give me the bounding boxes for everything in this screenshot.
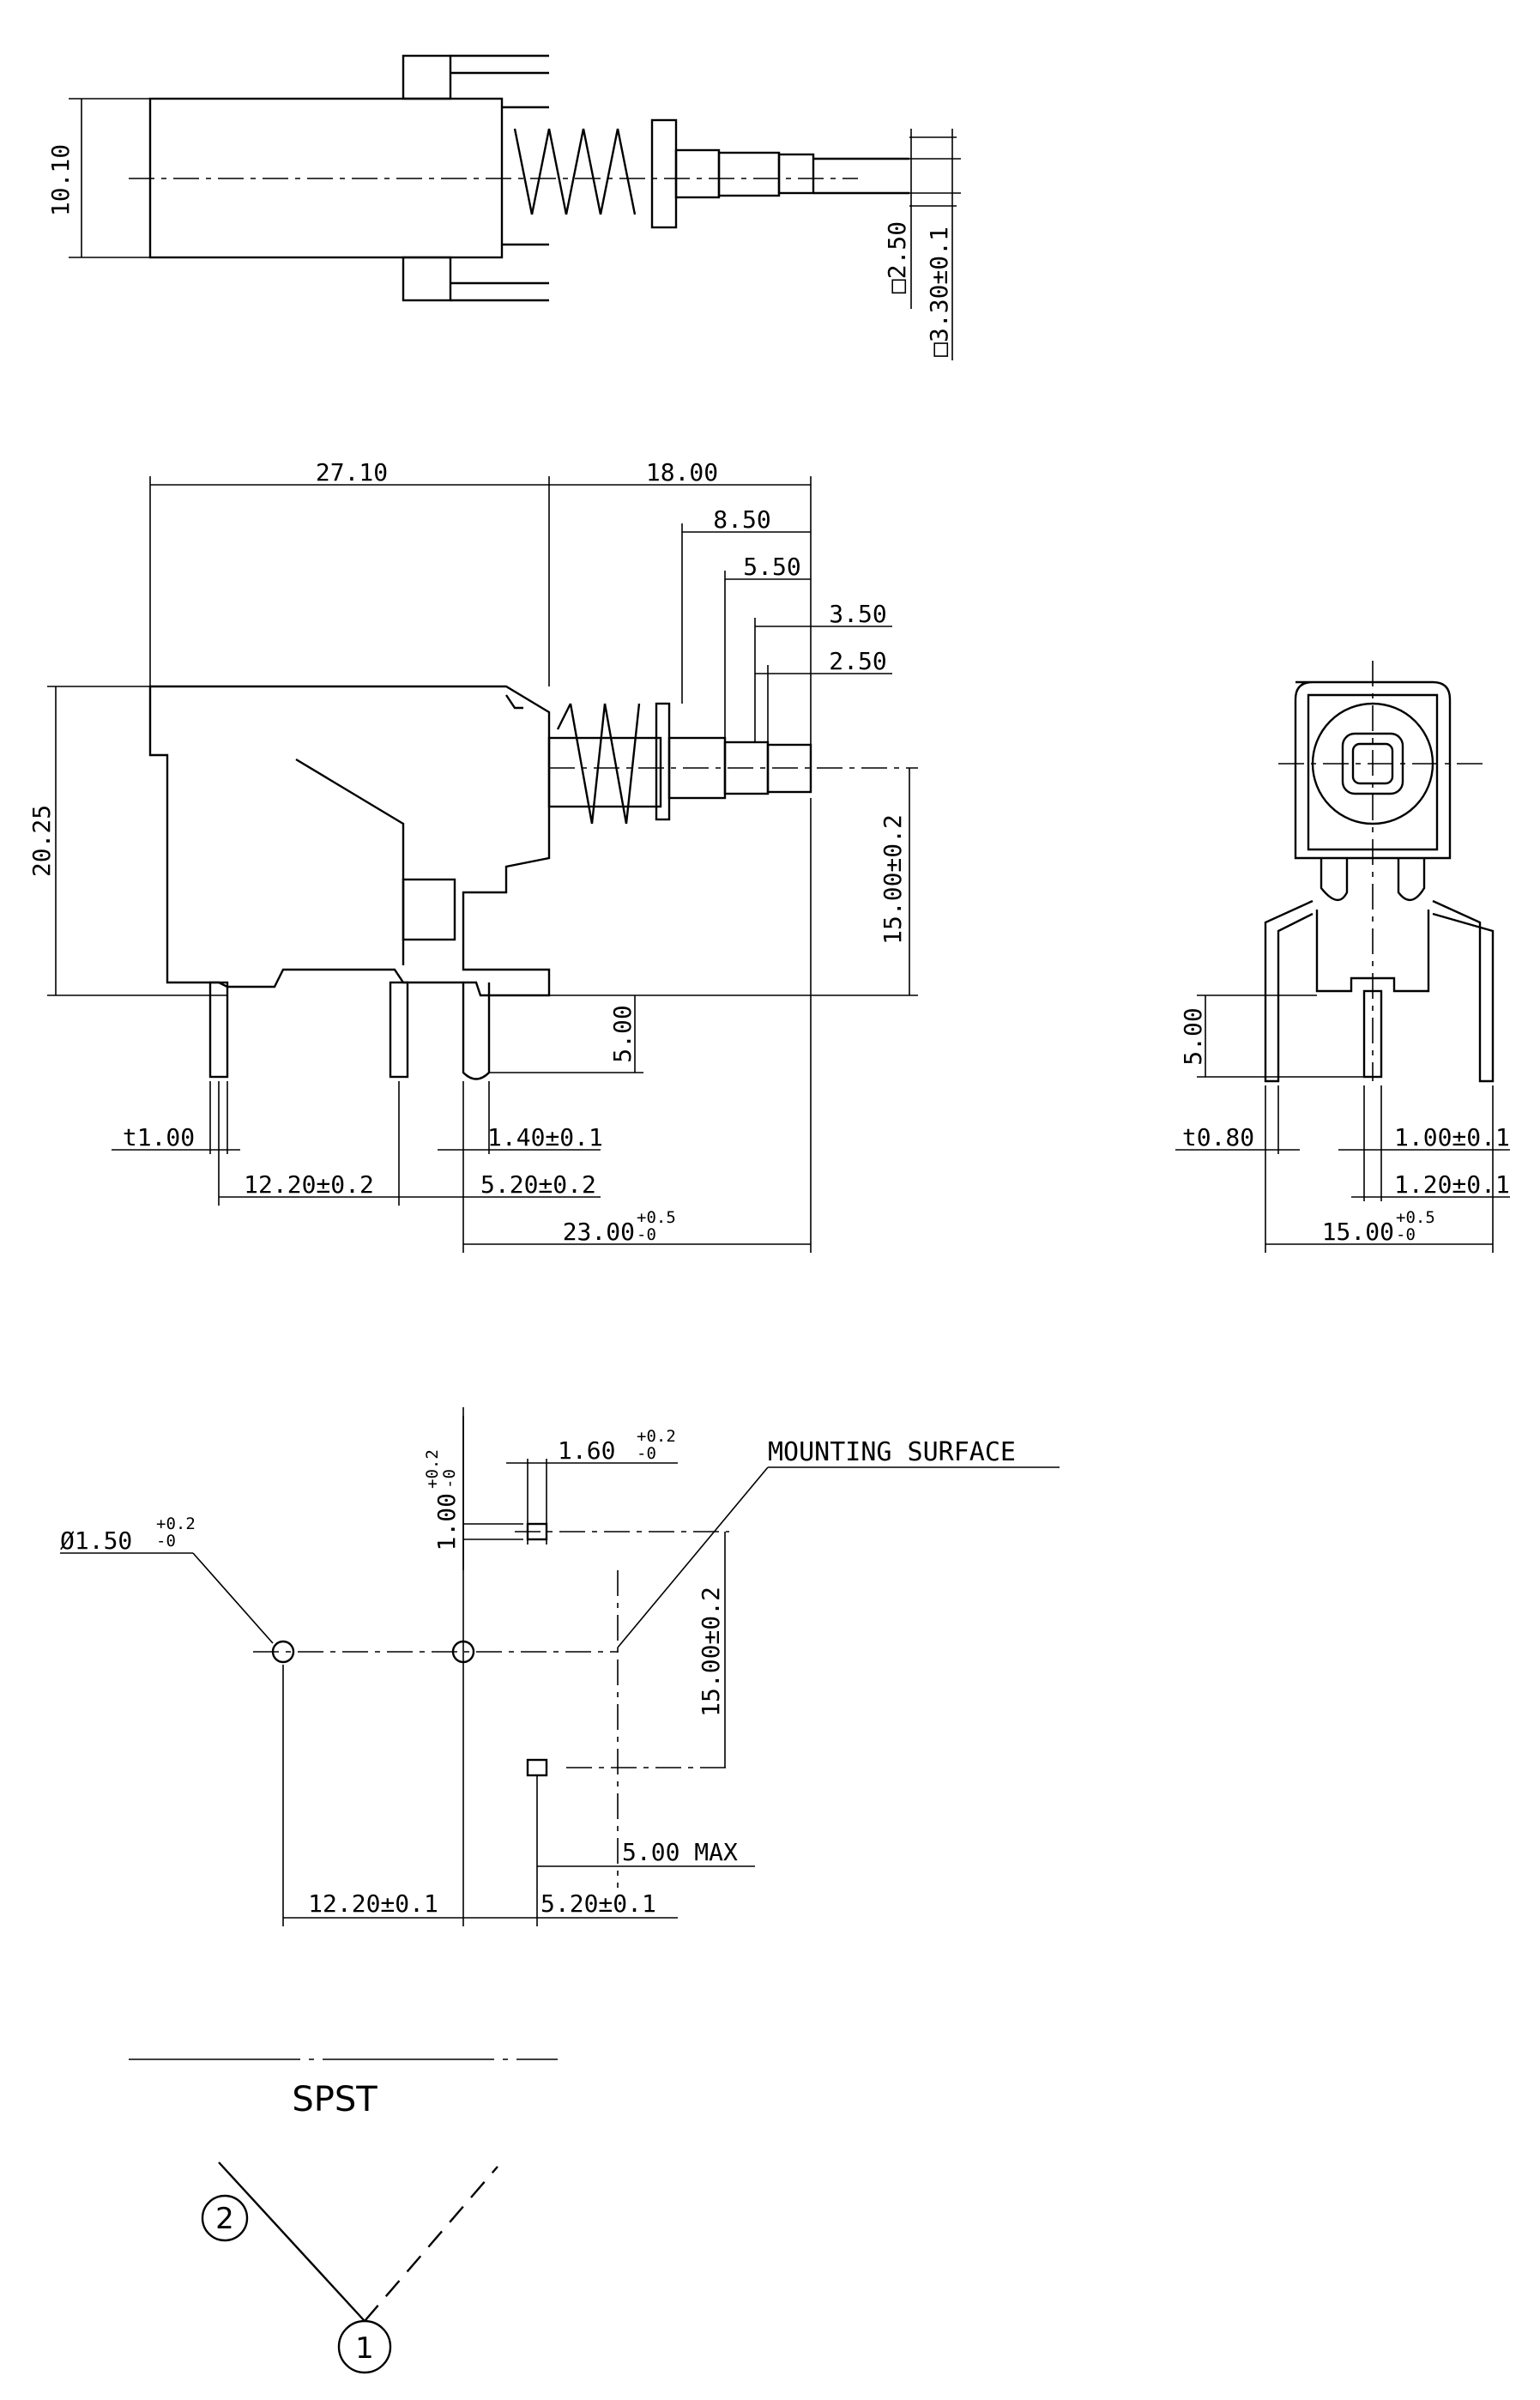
schematic-terminal-2 xyxy=(201,2194,249,2242)
side-view-dim-2-50: 2.50 xyxy=(829,647,886,675)
end-view-width-tol-hi: +0.5 xyxy=(1396,1208,1435,1227)
end-view: 5.00 t0.80 1.00±0.1 1.20±0.1 15.00 +0.5 … xyxy=(1175,661,1510,1253)
end-view-pin-width-a: 1.00±0.1 xyxy=(1394,1123,1510,1152)
side-view-overall-base: 23.00 xyxy=(563,1218,635,1246)
top-view-collar xyxy=(650,118,678,229)
side-view-dim-3-50: 3.50 xyxy=(829,600,886,628)
pcb-slot-w-base: 1.60 xyxy=(558,1436,615,1465)
pcb-slot-lower xyxy=(526,1758,548,1777)
spst-schematic: SPST 2 1 xyxy=(129,2058,558,2374)
side-view-pin-pitch-a: 12.20±0.2 xyxy=(244,1170,374,1199)
end-view-pin-width-b: 1.20±0.1 xyxy=(1394,1170,1510,1199)
side-view-pin-2 xyxy=(389,981,409,1079)
schematic-title: SPST xyxy=(292,2080,377,2119)
schematic-terminal-1 xyxy=(337,2319,392,2374)
side-view-pin-thickness: t1.00 xyxy=(123,1123,195,1152)
side-view-shaft-height: 15.00±0.2 xyxy=(879,814,907,945)
pcb-slot-w-tol-hi: +0.2 xyxy=(637,1427,676,1446)
side-view-pin-pitch-b: 5.20±0.2 xyxy=(480,1170,596,1199)
mounting-surface-label: MOUNTING SURFACE xyxy=(768,1437,1016,1467)
top-view-flange-lower xyxy=(402,256,452,302)
top-view-flange-upper xyxy=(402,54,452,100)
pcb-hole-dia-tol-hi: +0.2 xyxy=(156,1514,196,1533)
side-view: 27.10 18.00 8.50 5.50 3.50 2.50 20.25 15… xyxy=(27,458,918,1253)
side-view-pin-length: 5.00 xyxy=(608,1005,637,1062)
side-view-dim-8-50: 8.50 xyxy=(713,505,770,534)
pcb-slot-w-tol-lo: -0 xyxy=(637,1444,656,1463)
schematic-contact-line xyxy=(218,2161,365,2322)
end-view-thickness: t0.80 xyxy=(1182,1123,1254,1152)
side-view-height-dim: 20.25 xyxy=(27,805,56,877)
pcb-hole-dia-base: Ø1.50 xyxy=(60,1526,132,1555)
side-view-pin-1 xyxy=(208,981,229,1079)
schematic-terminal-2-label: 2 xyxy=(215,2202,234,2236)
side-view-overall-tol-hi: +0.5 xyxy=(637,1208,676,1227)
side-view-spring xyxy=(556,703,641,825)
schematic-terminal-1-label: 1 xyxy=(355,2331,374,2366)
side-view-body-length: 27.10 xyxy=(316,458,388,487)
side-view-body xyxy=(148,685,551,997)
end-view-center-pin xyxy=(1362,989,1383,1079)
side-view-pin-width: 1.40±0.1 xyxy=(487,1123,603,1152)
pcb-hole-dia-tol-lo: -0 xyxy=(156,1532,176,1551)
end-view-width-tol-lo: -0 xyxy=(1396,1225,1416,1244)
pcb-pitch-b: 5.20±0.1 xyxy=(541,1889,656,1918)
pcb-slot-h-tol-lo: -0 xyxy=(440,1469,459,1489)
top-view-shaft-square-tol: □3.30±0.1 xyxy=(925,227,953,357)
top-view-height-dim: 10.10 xyxy=(46,144,75,216)
schematic-open-contact xyxy=(364,2166,498,2322)
side-view-overall-tol-lo: -0 xyxy=(637,1225,656,1244)
pcb-vertical-dim: 15.00±0.2 xyxy=(697,1587,725,1717)
side-view-collar xyxy=(655,702,671,821)
side-view-pin-3 xyxy=(462,982,491,1080)
pcb-slot-h-base: 1.00 xyxy=(432,1493,461,1551)
end-view-width-base: 15.00 xyxy=(1322,1218,1394,1246)
end-view-pin-length: 5.00 xyxy=(1179,1007,1207,1065)
side-view-plunger-length: 18.00 xyxy=(646,458,718,487)
pcb-layout: 15.00±0.2 1.00 +0.2 -0 1.60 +0.2 -0 MOUN… xyxy=(60,1407,1060,1926)
pcb-max-offset: 5.00 MAX xyxy=(622,1838,738,1866)
top-view: 10.10 □2.50 □3.30±0.1 xyxy=(46,54,961,360)
pcb-pitch-a: 12.20±0.1 xyxy=(308,1889,438,1918)
top-view-shaft-square: □2.50 xyxy=(883,221,911,293)
end-view-body xyxy=(1294,680,1452,860)
pcb-slot-h-tol-hi: +0.2 xyxy=(423,1449,442,1489)
side-view-dim-5-50: 5.50 xyxy=(743,553,800,581)
top-view-spring xyxy=(513,128,637,215)
